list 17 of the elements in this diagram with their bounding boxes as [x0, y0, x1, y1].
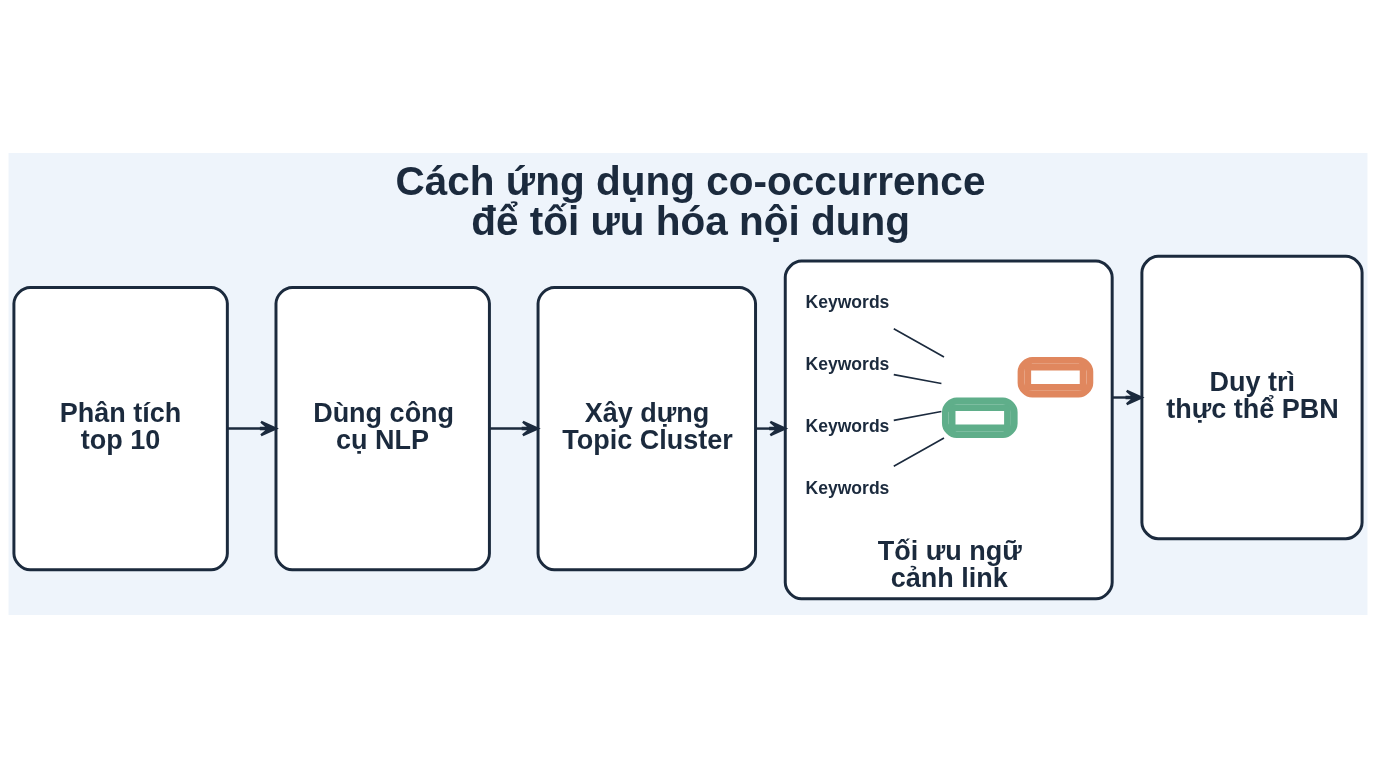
arrow: [489, 420, 539, 437]
connector: [892, 437, 945, 468]
node-box: Xây dựng Topic Cluster: [536, 285, 758, 572]
node-text: Keywords: [805, 353, 890, 374]
node-box: Phân tích top 10: [12, 285, 229, 572]
node-text: Keywords: [805, 291, 890, 312]
connector: [892, 410, 943, 422]
node-box: Dùng công cụ NLP: [274, 285, 491, 572]
node-text: Keywords: [805, 415, 890, 436]
connector: [892, 328, 945, 358]
arrow: [755, 420, 787, 437]
diagram-title: Cách ứng dụng co-occurrence để tối ưu hóa nội dung: [395, 157, 986, 245]
arrow: [227, 420, 278, 437]
node-text: Keywords: [805, 477, 890, 498]
node-box: Duy trì thực thể PBN: [1140, 254, 1364, 541]
arrow: [1112, 389, 1143, 406]
connector: [892, 373, 943, 385]
